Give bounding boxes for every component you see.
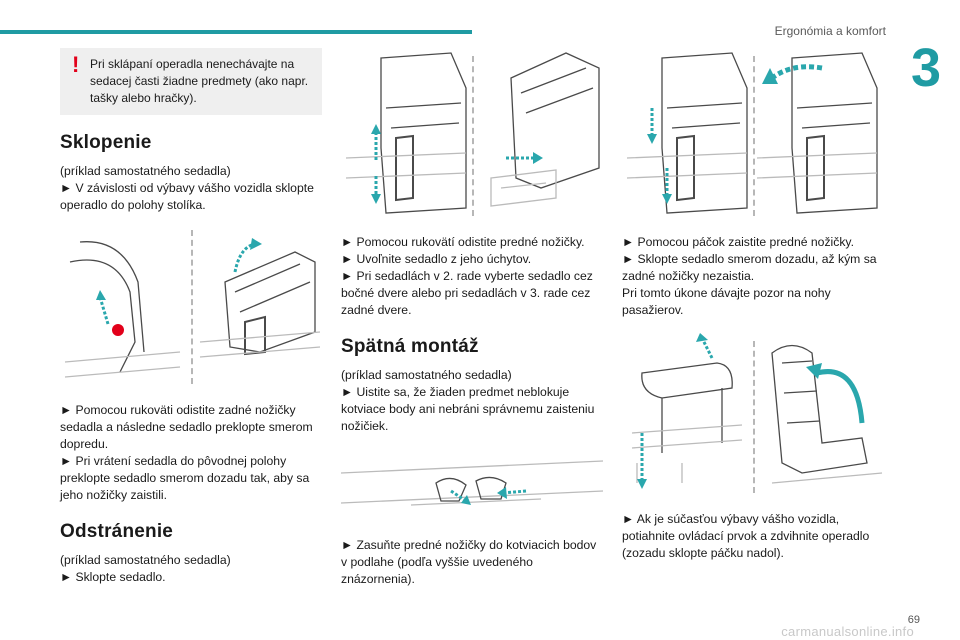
- heading-spatna-montaz: Spätná montáž: [341, 336, 479, 357]
- odstranenie-caption-1: ► Pomocou rukovätí odistite predné nožič…: [341, 235, 585, 249]
- illustration-raise-backrest: [622, 333, 884, 501]
- sklopenie-caption-2: ► Pri vrátení sedadla do pôvodnej polohy…: [60, 454, 310, 502]
- exclamation-icon: !: [72, 52, 80, 77]
- column-right: ► Pomocou páčok zaistite predné nožičky.…: [622, 48, 884, 562]
- illustration-lock-seat: [622, 48, 884, 224]
- illustration-floor-anchors: [340, 443, 604, 527]
- header-accent-bar: [0, 30, 472, 34]
- column-left: ! Pri sklápaní operadla nenechávajte na …: [60, 48, 322, 586]
- col3-caption-3: Pri tomto úkone dávajte pozor na nohy pa…: [622, 286, 831, 317]
- odstranenie-line-2: ► Sklopte sedadlo.: [60, 570, 166, 584]
- odstranenie-caption-2: ► Uvoľnite sedadlo z jeho úchytov.: [341, 252, 532, 266]
- col3-caption-1: ► Pomocou páčok zaistite predné nožičky.: [622, 235, 855, 249]
- sklopenie-line-2: ► V závislosti od výbavy vášho vozidla s…: [60, 181, 314, 212]
- col3-caption-4: ► Ak je súčasťou výbavy vášho vozidla, p…: [622, 512, 870, 560]
- watermark: carmanualsonline.info: [781, 624, 914, 639]
- sklopenie-caption-1: ► Pomocou rukoväti odistite zadné nožičk…: [60, 403, 313, 451]
- warning-text: Pri sklápaní operadla nenechávajte na se…: [90, 57, 309, 105]
- lock-seat-drawing: [626, 52, 878, 214]
- sklopenie-line-1: (príklad samostatného sedadla): [60, 164, 231, 178]
- col3-caption-2: ► Sklopte sedadlo smerom dozadu, až kým …: [622, 252, 877, 283]
- section-title: Ergonómia a komfort: [774, 24, 886, 38]
- fold-seat-drawing: [64, 238, 321, 378]
- warning-box: ! Pri sklápaní operadla nenechávajte na …: [60, 48, 322, 115]
- heading-sklopenie: Sklopenie: [60, 132, 152, 153]
- illustration-remove-seat: [341, 48, 603, 224]
- page-number: 69: [907, 614, 920, 626]
- spatna-montaz-line-1: (príklad samostatného sedadla): [341, 368, 512, 382]
- spatna-montaz-caption: ► Zasuňte predné nožičky do kotviacich b…: [341, 538, 597, 586]
- odstranenie-line-1: (príklad samostatného sedadla): [60, 553, 231, 567]
- column-middle: ► Pomocou rukovätí odistite predné nožič…: [340, 48, 604, 588]
- spatna-montaz-line-2: ► Uistite sa, že žiaden predmet neblokuj…: [341, 385, 595, 433]
- floor-anchors-drawing: [340, 460, 604, 506]
- raise-backrest-drawing: [631, 333, 883, 489]
- chapter-number: 3: [910, 38, 942, 98]
- illustration-fold-seat: [60, 222, 322, 392]
- odstranenie-caption-3: ► Pri sedadlách v 2. rade vyberte sedadl…: [341, 269, 593, 317]
- heading-odstranenie: Odstránenie: [60, 521, 174, 542]
- remove-seat-drawing: [345, 52, 600, 214]
